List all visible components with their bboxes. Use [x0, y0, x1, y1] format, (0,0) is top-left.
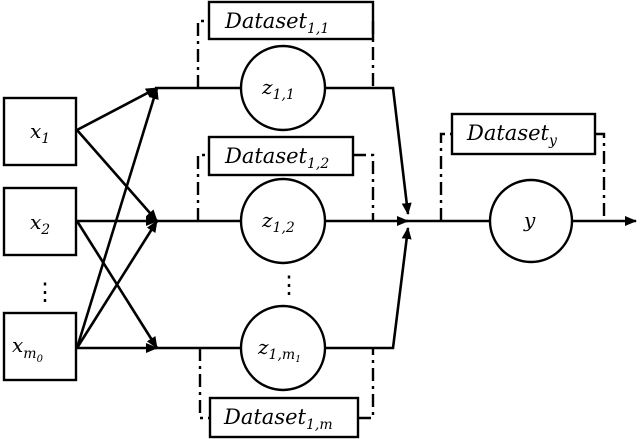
input-edges: [75, 86, 159, 353]
dataset-label-1-m: Dataset1,m: [223, 405, 333, 433]
dataset-box-1-1: [207, 0, 375, 41]
input-label-x1: x1: [30, 119, 50, 147]
dataset-1-m-link-right: [358, 348, 375, 420]
dataset-1-2-link-left: [196, 153, 209, 221]
dataset-box-1-2: [207, 135, 355, 177]
hidden-ellipsis: ⋮: [277, 271, 301, 299]
input-label-xm0: xm0: [12, 333, 44, 365]
dataset-1-1-link-left: [196, 19, 209, 88]
edge-x1-top: [76, 86, 158, 132]
dataset-y-link-left: [439, 132, 452, 221]
input-label-x2: x2: [30, 210, 50, 238]
dataset-box-y: [450, 112, 597, 156]
input-ellipsis: ⋮: [33, 278, 57, 306]
hidden-label-z11: z1,1: [261, 75, 295, 103]
dataset-1-2-link-right: [353, 153, 375, 221]
dataset-1-m-link-left: [198, 348, 210, 420]
dataset-label-y: Datasety: [466, 121, 558, 149]
input-box-x2: [2, 186, 78, 257]
hidden-label-z12: z1,2: [261, 208, 295, 236]
dataset-label-1-2: Dataset1,2: [224, 144, 329, 172]
edge-z11-out: [325, 86, 412, 215]
input-box-xm0: [2, 311, 78, 382]
edge-xm0-top: [75, 87, 159, 349]
output-label-y: y: [523, 208, 536, 232]
hidden-label-z1m: z1,m1: [257, 335, 301, 365]
input-box-x1: [2, 96, 78, 167]
edge-xm0-mid: [75, 220, 159, 349]
dataset-y-link-right: [595, 132, 606, 221]
edge-x1-mid: [76, 129, 158, 222]
dataset-label-1-1: Dataset1,1: [224, 9, 329, 37]
edge-z1m-out: [325, 227, 412, 350]
